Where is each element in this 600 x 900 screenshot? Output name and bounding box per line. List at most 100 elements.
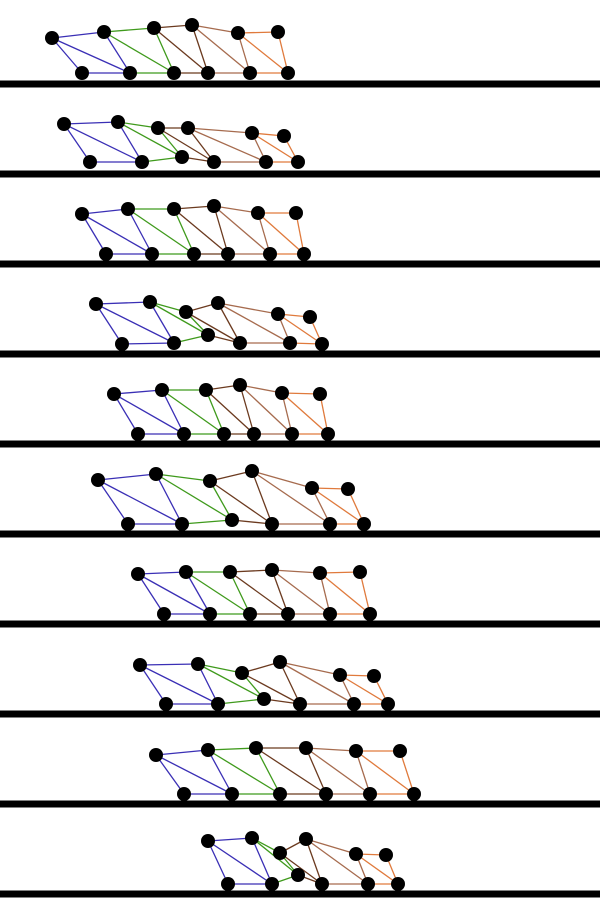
joint-node <box>353 565 367 579</box>
diagonal-member <box>311 487 365 525</box>
frame-9 <box>0 720 600 810</box>
diagonal-member <box>161 389 225 435</box>
joint-node <box>271 25 285 39</box>
joint-node <box>293 697 307 711</box>
joint-node <box>121 517 135 531</box>
top-chord <box>81 208 129 215</box>
joint-node <box>217 427 231 441</box>
joint-node <box>179 305 193 319</box>
joint-node <box>313 387 327 401</box>
joint-node <box>407 787 421 801</box>
diagonal-member <box>281 392 329 435</box>
top-chord <box>229 569 273 573</box>
joint-node <box>263 247 277 261</box>
diagonal-member <box>187 127 267 163</box>
diagonal-member <box>95 303 175 344</box>
joint-node <box>225 787 239 801</box>
top-chord <box>155 473 211 482</box>
joint-node <box>123 66 137 80</box>
frame-3 <box>0 180 600 270</box>
joint-node <box>299 741 313 755</box>
ground-line <box>0 440 600 448</box>
diagonal-member <box>63 123 143 163</box>
vertical-member <box>213 205 229 255</box>
joint-node <box>177 787 191 801</box>
diagonal-member <box>173 208 229 255</box>
joint-node <box>381 697 395 711</box>
joint-node <box>361 877 375 891</box>
joint-node <box>75 66 89 80</box>
truss-frame-svg <box>0 18 600 88</box>
diagonal-member <box>185 311 241 344</box>
end-member <box>63 123 91 163</box>
joint-node <box>333 668 347 682</box>
joint-node <box>319 787 333 801</box>
top-chord <box>155 749 209 756</box>
joint-node <box>99 247 113 261</box>
top-chord <box>187 127 253 134</box>
vertical-member <box>305 747 327 795</box>
top-chord <box>51 31 105 39</box>
ground-line <box>0 800 600 808</box>
joint-node <box>133 658 147 672</box>
frame-8 <box>0 630 600 720</box>
frame-6 <box>0 450 600 540</box>
vertical-member <box>217 302 241 344</box>
diagonal-member <box>137 573 211 615</box>
vertical-member <box>117 121 143 163</box>
diagonal-member <box>103 31 175 74</box>
joint-node <box>151 121 165 135</box>
joint-node <box>391 877 405 891</box>
truss-frame-svg <box>0 655 600 718</box>
vertical-member <box>271 569 289 615</box>
joint-node <box>135 155 149 169</box>
joint-node <box>305 481 319 495</box>
joint-node <box>273 787 287 801</box>
diagonal-member <box>207 749 281 795</box>
diagonal-member <box>185 571 251 615</box>
diagonal-member <box>277 313 323 345</box>
vertical-member <box>255 747 281 795</box>
joint-node <box>131 567 145 581</box>
joint-node <box>243 607 257 621</box>
bottom-chord <box>181 519 233 525</box>
joint-node <box>97 25 111 39</box>
joint-node <box>167 66 181 80</box>
end-member <box>207 840 229 885</box>
joint-node <box>277 129 291 143</box>
joint-node <box>233 378 247 392</box>
frame-7 <box>0 540 600 630</box>
joint-node <box>225 513 239 527</box>
bottom-chord <box>121 342 175 345</box>
vertical-member <box>185 571 211 615</box>
frame-2 <box>0 90 600 180</box>
joint-node <box>249 741 263 755</box>
joint-node <box>111 115 125 129</box>
truss-frame-svg <box>0 464 600 538</box>
joint-node <box>177 427 191 441</box>
diagonal-member <box>197 663 265 700</box>
joint-node <box>159 697 173 711</box>
diagonal-member <box>257 212 305 255</box>
joint-node <box>285 427 299 441</box>
joint-node <box>145 247 159 261</box>
vertical-member <box>149 301 175 344</box>
vertical-member <box>191 24 209 74</box>
ground-line <box>0 260 600 268</box>
joint-node <box>199 383 213 397</box>
diagonal-member <box>339 674 389 705</box>
joint-node <box>265 877 279 891</box>
joint-node <box>223 565 237 579</box>
joint-node <box>155 383 169 397</box>
truss-frame-svg <box>0 115 600 178</box>
joint-node <box>273 655 287 669</box>
joint-node <box>115 337 129 351</box>
diagonal-member <box>155 754 233 795</box>
diagonal-member <box>81 213 153 255</box>
joint-node <box>201 66 215 80</box>
diagonal-member <box>127 208 195 255</box>
joint-node <box>265 563 279 577</box>
ground-line <box>0 350 600 358</box>
vertical-member <box>197 663 219 705</box>
joint-node <box>349 744 363 758</box>
